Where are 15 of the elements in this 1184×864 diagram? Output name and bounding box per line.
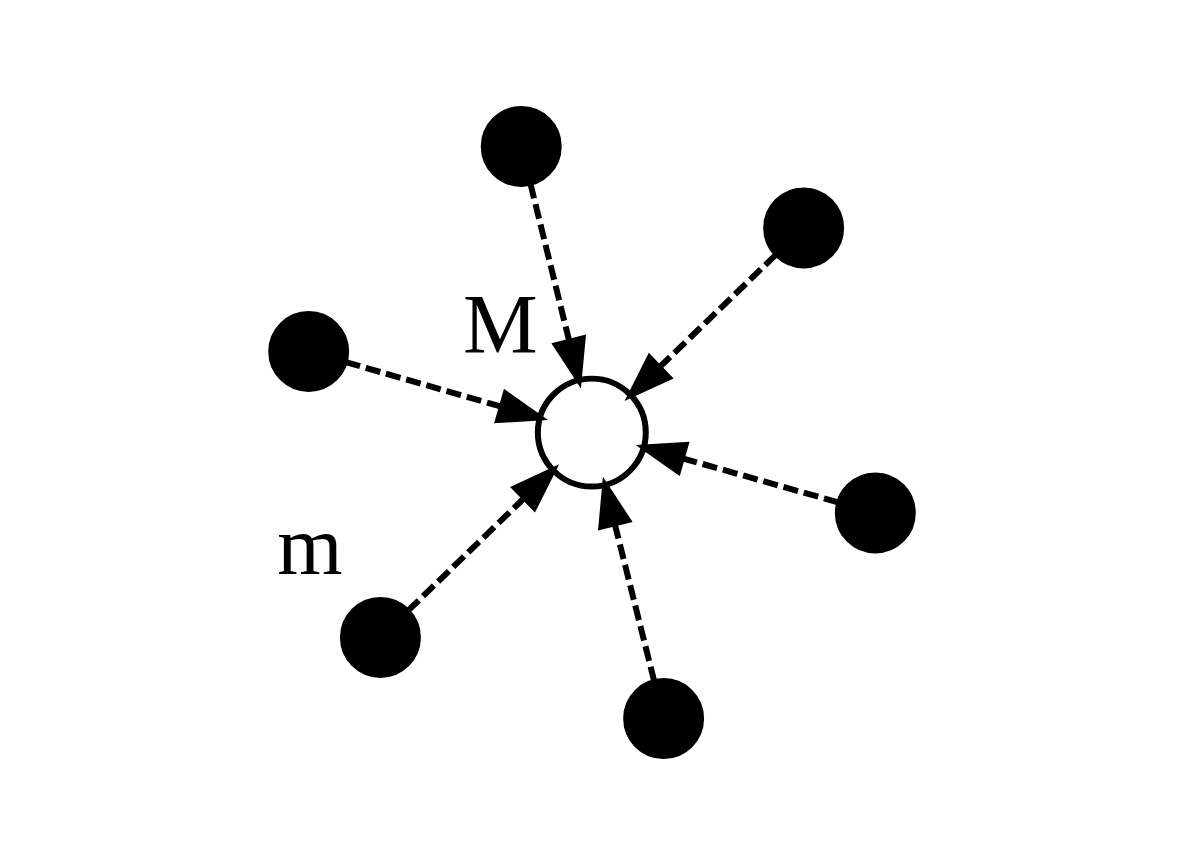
- node-circle: [268, 310, 350, 392]
- node-label: m: [277, 498, 343, 592]
- node-circle: [480, 105, 562, 187]
- node-circle: [763, 186, 845, 268]
- node-circle: [623, 677, 705, 759]
- arrow: [527, 182, 587, 388]
- arrow: [635, 441, 840, 505]
- node-circle: [834, 471, 916, 553]
- node-circle: [534, 375, 649, 490]
- arrow: [624, 252, 779, 401]
- arrow: [405, 463, 560, 613]
- arrow: [598, 476, 658, 682]
- node-circle: [339, 596, 421, 678]
- node-label: M: [463, 277, 538, 371]
- arrow: [344, 358, 549, 423]
